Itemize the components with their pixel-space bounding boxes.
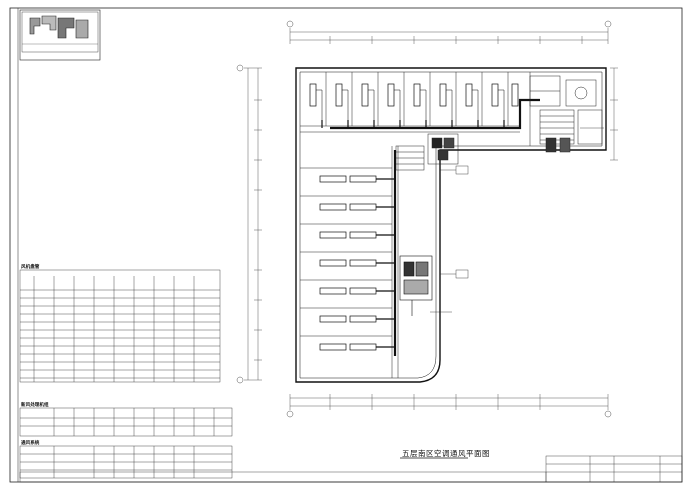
branch-ducts-left bbox=[376, 178, 395, 348]
left-wing-rooms bbox=[300, 146, 399, 378]
top-dimensions bbox=[289, 28, 609, 44]
key-plan bbox=[19, 9, 101, 61]
left-dimensions bbox=[244, 67, 262, 381]
drawing-title: 五层南区空调通风平面图 bbox=[402, 449, 490, 458]
right-dimensions bbox=[610, 67, 618, 161]
core-stairs bbox=[539, 109, 603, 153]
ventilation-table-title: 通风系统 bbox=[21, 441, 40, 446]
fan-coil-units-left bbox=[319, 175, 377, 351]
ventilation-schedule bbox=[19, 445, 233, 479]
core-top-right bbox=[529, 75, 597, 107]
fan-coil-units-top bbox=[309, 83, 519, 107]
bottom-dimensions bbox=[289, 394, 609, 410]
main-duct-top bbox=[330, 98, 540, 130]
title-block bbox=[19, 455, 683, 483]
leader-lines bbox=[430, 127, 604, 313]
axis-bubbles bbox=[236, 20, 612, 418]
fan-coil-table-title: 风机盘管 bbox=[21, 265, 40, 270]
duct-risers-top bbox=[321, 120, 505, 128]
fan-coil-schedule bbox=[19, 269, 221, 383]
ahu-schedule bbox=[19, 407, 233, 437]
building-outline bbox=[295, 67, 607, 383]
sheet-border bbox=[9, 7, 683, 483]
ahu-room bbox=[399, 255, 433, 316]
ahu-table-title: 新风处理机组 bbox=[21, 403, 49, 408]
fan-coil-supply-top bbox=[316, 89, 505, 120]
top-wing-rooms bbox=[300, 72, 531, 146]
junction-stairs bbox=[395, 133, 459, 171]
